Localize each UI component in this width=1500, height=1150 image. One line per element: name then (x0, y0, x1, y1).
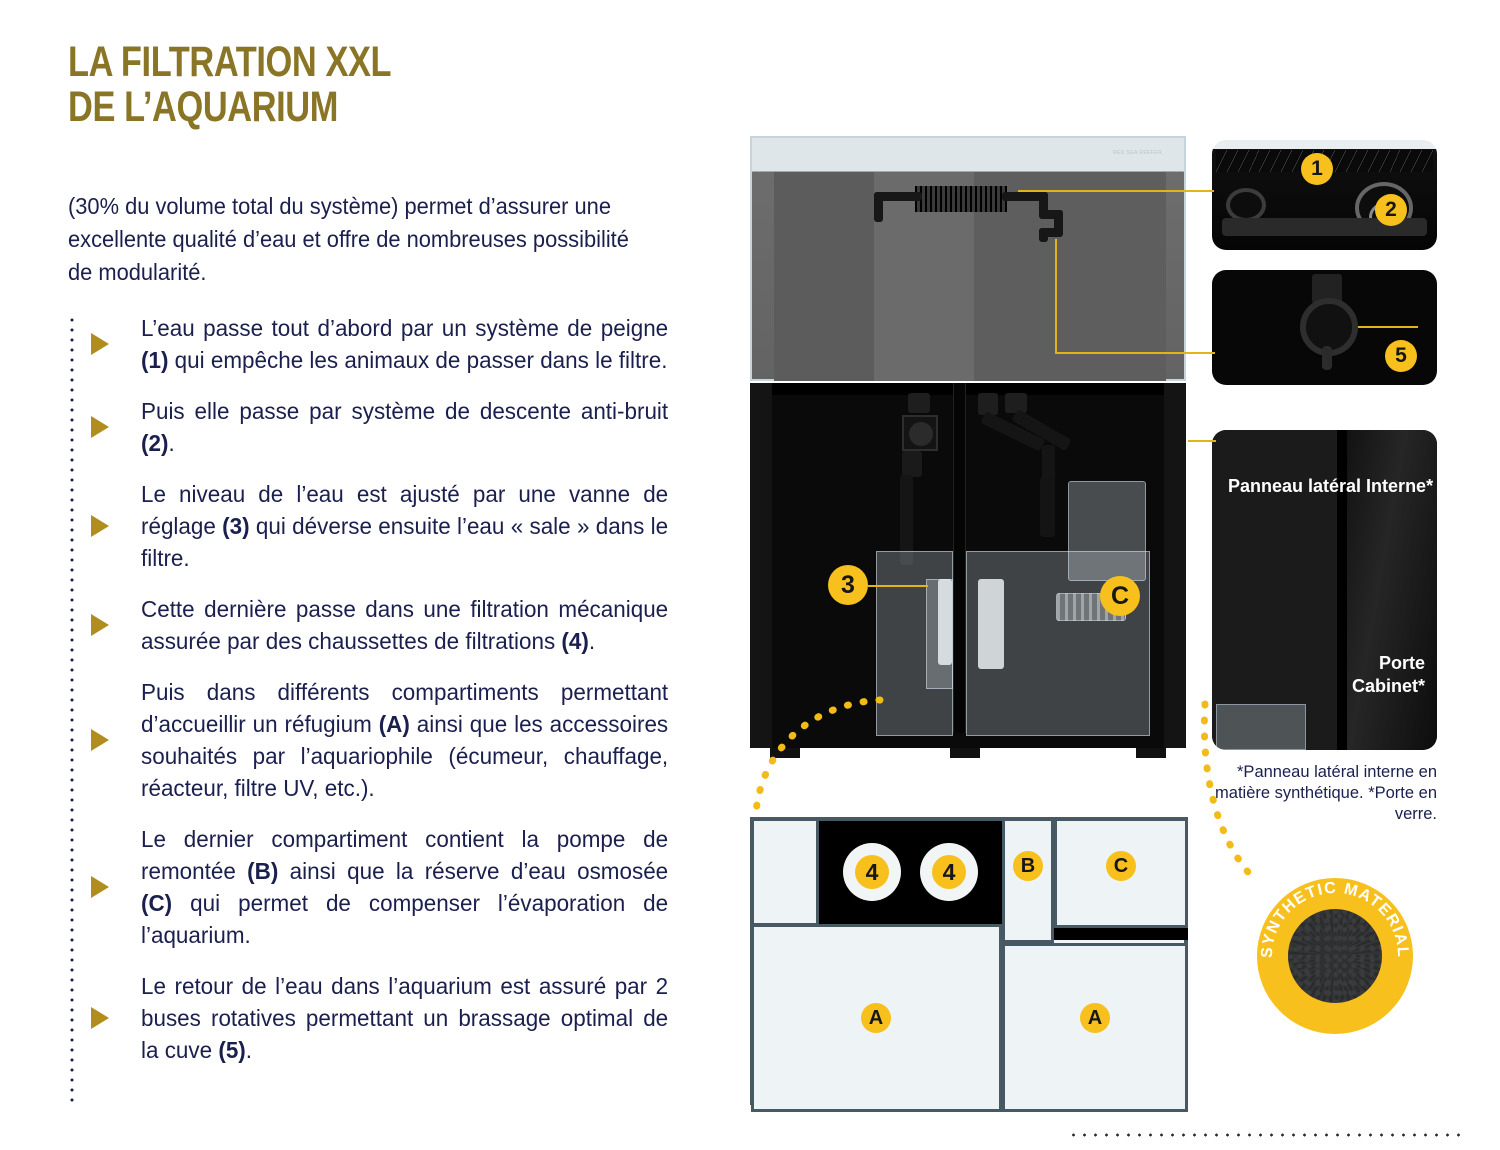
filter-sock-left (938, 579, 952, 665)
pipe-segment (1039, 228, 1063, 237)
badge-C-compartment: C (1106, 851, 1136, 881)
pipe-segment (978, 393, 998, 415)
cabinet-wall-right (1164, 383, 1186, 748)
list-item: Puis elle passe par système de descente … (68, 395, 693, 459)
triangle-bullet-icon (91, 876, 109, 898)
osmosis-reservoir (1068, 481, 1146, 581)
cabinet-door-photo (1347, 430, 1437, 750)
list-item-text: L’eau passe tout d’abord par un système … (141, 315, 669, 373)
compartment-diagram: 4 4 B C A A (750, 817, 1188, 1112)
pipe-segment (1039, 228, 1048, 242)
list-item-text: Cette dernière passe dans une filtration… (141, 596, 669, 654)
footnote-text: *Panneau latéral interne en matière synt… (1215, 763, 1437, 823)
leader-line-internal-5 (1358, 326, 1418, 328)
pipe-opening-left (1226, 188, 1266, 222)
synthetic-material-badge: SYNTHETIC MATERIAL (1252, 873, 1418, 1039)
list-item: Le retour de l’eau dans l’aquarium est a… (68, 970, 693, 1066)
badge-C: C (1100, 576, 1140, 616)
triangle-bullet-icon (91, 515, 109, 537)
pipe-segment (1042, 445, 1055, 481)
badge-3: 3 (828, 565, 868, 605)
cabinet-wall-left (750, 383, 772, 748)
panel-gap (1337, 430, 1347, 750)
aquarium-cabinet (750, 383, 1186, 758)
triangle-bullet-icon (91, 1007, 109, 1029)
horizontal-pipe (1222, 218, 1427, 236)
pipe-segment (1005, 393, 1027, 413)
list-item-text: Le retour de l’eau dans l’aquarium est a… (141, 973, 669, 1063)
badge-4-left: 4 (855, 855, 889, 889)
badge-A-left: A (861, 1003, 891, 1033)
list-item-text: Le niveau de l’eau est ajusté par une va… (141, 481, 669, 571)
internal-side-panel-photo (1212, 430, 1337, 750)
pipe-segment (874, 192, 922, 201)
triangle-bullet-icon (91, 333, 109, 355)
pipe-segment (908, 393, 930, 413)
badge-B: B (1013, 851, 1043, 881)
pipe-segment (1002, 192, 1048, 201)
pipe-segment (1054, 210, 1063, 236)
page-title: LA FILTRATION XXL DE L’AQUARIUM (68, 38, 392, 131)
label-internal-side-panel: Panneau latéral Interne* (1228, 476, 1434, 496)
list-item: Puis dans différents compartiments perme… (68, 676, 693, 804)
photo-panel-cabinet: Panneau latéral Interne* Porte Cabinet* (1212, 430, 1437, 750)
leader-line-1 (1018, 190, 1214, 192)
sock-badge-left: 4 (843, 843, 901, 901)
pipe-segment (900, 475, 913, 565)
leader-line-3 (868, 585, 928, 587)
tank-bevel-left (752, 138, 774, 172)
badge-A-right: A (1080, 1003, 1110, 1033)
filter-sock-right (978, 579, 1004, 669)
glass-wedge (1216, 704, 1306, 750)
cabinet-feet (750, 748, 1186, 758)
leader-line-cabinet (1188, 440, 1216, 442)
pipe-segment (902, 451, 922, 477)
dotted-connector-cabinet-to-badge (1200, 700, 1261, 886)
list-item: Le dernier compartiment contient la pomp… (68, 823, 693, 951)
valve-handle-icon (1322, 346, 1332, 370)
leader-line-5 (1055, 352, 1215, 354)
sock-badge-right: 4 (920, 843, 978, 901)
pipe-segment (1039, 210, 1063, 219)
overflow-comb-icon (915, 186, 1007, 212)
label-cabinet-door: Porte Cabinet* (1351, 653, 1425, 696)
badge-1: 1 (1301, 153, 1333, 185)
tank-bevel-right (1162, 138, 1184, 172)
pipe-segment (1040, 477, 1055, 537)
list-item: L’eau passe tout d’abord par un système … (68, 312, 693, 376)
cell-top-left (751, 818, 819, 926)
badge-4-right: 4 (932, 855, 966, 889)
cabinet-center-divider (953, 383, 966, 733)
badge-2: 2 (1375, 194, 1407, 226)
intro-paragraph: (30% du volume total du système) permet … (68, 193, 629, 285)
photo-panel-comb (1212, 140, 1437, 250)
triangle-bullet-icon (91, 416, 109, 438)
reserve-base-strip (1054, 928, 1188, 940)
badge-5: 5 (1385, 340, 1417, 372)
list-item: Cette dernière passe dans une filtration… (68, 593, 693, 657)
tank-panel-left (774, 172, 874, 381)
pipe-segment (1039, 192, 1048, 214)
material-swatch (1288, 909, 1382, 1003)
triangle-bullet-icon (91, 729, 109, 751)
aquarium-illustration: RED SEA REEFER (750, 136, 1186, 788)
list-item: Le niveau de l’eau est ajusté par une va… (68, 478, 693, 574)
brand-logo: RED SEA REEFER (1113, 150, 1162, 156)
regulation-valve-icon (902, 415, 938, 451)
vertical-dotted-rule (70, 315, 74, 1105)
list-item-text: Puis dans différents compartiments perme… (141, 679, 669, 801)
list-item-text: Le dernier compartiment contient la pomp… (141, 826, 669, 948)
pipe-segment (874, 192, 883, 222)
bottom-dotted-rule (1068, 1133, 1468, 1137)
dotted-connector-sump-to-diagram (752, 696, 884, 816)
aquarium-tank: RED SEA REEFER (750, 136, 1186, 381)
leader-line-5-vertical (1055, 239, 1057, 353)
triangle-bullet-icon (91, 614, 109, 636)
bullet-list: L’eau passe tout d’abord par un système … (68, 312, 693, 1085)
list-item-text: Puis elle passe par système de descente … (141, 398, 669, 456)
cabinet-top-strip (750, 383, 1186, 395)
